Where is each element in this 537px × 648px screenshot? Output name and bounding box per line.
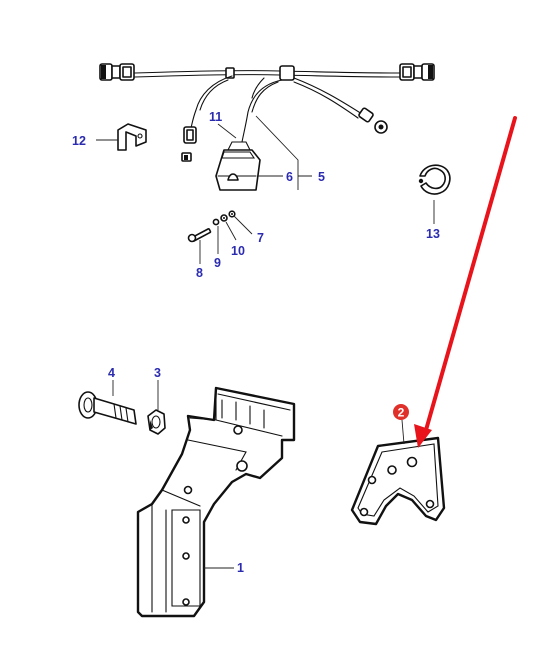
callout-4: 4 [108, 366, 115, 380]
callout-7: 7 [257, 231, 264, 245]
callouts: 11 12 6 5 13 7 10 9 8 4 3 1 [72, 110, 440, 575]
small-nut [228, 210, 236, 218]
callout-11: 11 [209, 110, 222, 124]
badge-circle [393, 404, 409, 420]
bracket-clip [117, 123, 147, 151]
switch-housing [215, 141, 261, 191]
bracket-plate [350, 436, 446, 526]
small-hardware [187, 210, 236, 243]
small-spring-washer [212, 218, 220, 226]
callout-2: 2 [398, 406, 405, 420]
red-arrow [414, 116, 517, 448]
bolt [78, 391, 137, 425]
wiring-harness [99, 63, 435, 162]
leader-lines [96, 115, 435, 569]
callout-10: 10 [231, 244, 245, 258]
right-connector [399, 63, 435, 81]
small-plug [181, 126, 197, 162]
callout-3: 3 [154, 366, 161, 380]
left-connector [99, 63, 135, 81]
small-bolt [187, 228, 212, 243]
mounting-bracket [136, 386, 296, 618]
callout-8: 8 [196, 266, 203, 280]
callout-13: 13 [426, 227, 440, 241]
right-sensor-connector [358, 107, 388, 134]
callout-12: 12 [72, 134, 86, 148]
highlight-badge: 2 [393, 404, 409, 420]
callout-9: 9 [214, 256, 221, 270]
callout-1: 1 [237, 561, 244, 575]
callout-5: 5 [318, 170, 325, 184]
circlip [418, 164, 451, 195]
callout-6: 6 [286, 170, 293, 184]
small-flat-washer [220, 214, 228, 222]
nut [147, 409, 166, 435]
